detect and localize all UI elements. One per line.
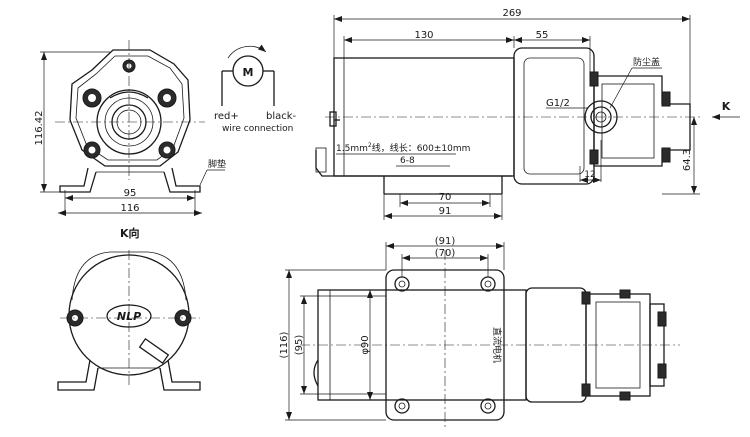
wire-connection-label: wire connection: [222, 124, 293, 134]
cable-suffix: 线，线长：600±10mm: [372, 142, 471, 154]
logo-text: NLP: [117, 310, 141, 323]
dim-70-ref: (70): [435, 248, 456, 259]
dim-phi-90: φ90: [360, 335, 371, 354]
dim-12: 12: [584, 170, 595, 180]
dim-269: 269: [502, 8, 521, 19]
side-pump-head: [593, 75, 691, 167]
foot-pad-label: 脚垫: [208, 158, 226, 170]
dim-116-ref: (116): [279, 331, 290, 358]
dim-91: 91: [439, 206, 452, 217]
k-view-title: K向: [120, 226, 140, 240]
nameplate-text: 直流电机: [491, 327, 503, 363]
dim-70: 70: [439, 192, 452, 203]
cable-prefix: 1.5mm: [336, 144, 368, 154]
dim-116-42: 116.42: [34, 111, 45, 146]
dim-55: 55: [536, 30, 549, 41]
wire-red-label: red+: [214, 111, 239, 122]
side-pump-body: [513, 47, 595, 185]
k-cable-gland: [138, 337, 170, 365]
front-foot-left: [59, 167, 97, 193]
side-view: 269 130 55 防尘盖 G1/2 K 12 64.3 1.5mm2线，线长…: [315, 8, 740, 220]
dim-95: 95: [124, 188, 137, 199]
front-foot-right: [163, 167, 201, 193]
dim-116: 116: [120, 203, 139, 214]
motor-symbol-m: M: [243, 66, 254, 79]
dim-64-3: 64.3: [682, 149, 693, 171]
cable-note: 1.5mm2线，线长：600±10mm: [336, 142, 470, 154]
k-arrow-label: K: [722, 100, 731, 113]
front-bolts: [82, 59, 177, 159]
cable-sup: 2: [368, 142, 372, 149]
thread-label: G1/2: [546, 98, 570, 109]
wire-connection-symbol: M red+ black- wire connection: [214, 44, 297, 134]
dim-6-8: 6-8: [400, 156, 415, 166]
wire-black-label: black-: [266, 111, 297, 122]
k-view: K向 NLP: [57, 226, 201, 391]
dim-130: 130: [414, 30, 433, 41]
dim-91-ref: (91): [435, 236, 456, 247]
dim-95-ref: (95): [294, 335, 305, 356]
front-housing: [69, 49, 191, 167]
top-view: 直流电机 φ90 (95) (116) (91) (70): [279, 236, 680, 430]
protective-cap-label: 防尘盖: [633, 56, 660, 68]
front-view: 脚垫 116.42 95 116: [34, 40, 226, 216]
